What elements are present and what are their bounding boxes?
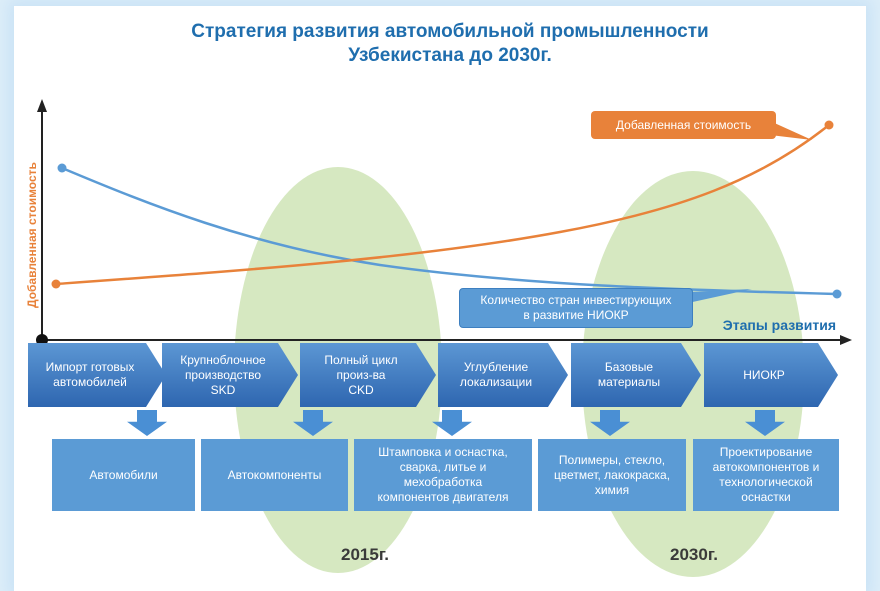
stage-materials: Базовые материалы	[571, 343, 701, 407]
stage-import: Импорт готовых автомобилей	[28, 343, 166, 407]
investors-callout: Количество стран инвестирующих в развити…	[459, 288, 693, 328]
stage-skd-line-2: производство	[184, 367, 262, 382]
x-axis-label: Этапы развития	[723, 317, 836, 333]
product-design-line-3: технологической	[719, 475, 813, 489]
stage-localization-line-1: Углубление	[463, 360, 529, 374]
value-added-callout-pointer	[770, 121, 812, 140]
stage-ckd-line-3: CKD	[348, 382, 374, 397]
value-added-callout-text: Добавленная стоимость	[615, 117, 752, 132]
stage-rnd-line-1: НИОКР	[743, 367, 785, 382]
product-components: Автокомпоненты	[201, 439, 348, 511]
year-label-2030: 2030г.	[670, 545, 718, 564]
stage-skd-line-1: Крупноблочное	[180, 352, 266, 367]
product-design-line-4: оснастки	[741, 490, 791, 504]
value-added-end-point	[824, 120, 834, 130]
y-axis-label: Добавленная стоимость	[25, 162, 39, 308]
stage-skd-line-3: SKD	[210, 382, 236, 397]
investors-callout-pointer	[688, 289, 752, 303]
product-stamping-line-4: компонентов двигателя	[377, 490, 509, 504]
investors-start-point	[57, 163, 67, 173]
product-design-line-1: Проектирование	[719, 445, 813, 459]
product-materials-line-1: Полимеры, стекло,	[558, 452, 666, 467]
product-design: Проектирование автокомпонентов и техноло…	[693, 439, 839, 511]
stage-ckd-line-1: Полный цикл	[324, 352, 398, 367]
product-design-line-2: автокомпонентов и	[712, 460, 820, 474]
product-stamping-line-3: мехобработка	[403, 475, 483, 489]
investors-callout-line-2: в развитие НИОКР	[523, 308, 629, 322]
investors-line	[61, 166, 837, 296]
stage-ckd: Полный цикл произ-ва CKD	[300, 343, 436, 407]
y-axis-arrowhead	[37, 99, 47, 112]
product-components-line-1: Автокомпоненты	[227, 467, 322, 482]
investors-callout-line-1: Количество стран инвестирующих	[480, 293, 672, 307]
year-label-2015: 2015г.	[341, 545, 389, 564]
product-stamping: Штамповка и оснастка, сварка, литье и ме…	[354, 439, 532, 511]
product-materials-line-3: химия	[594, 482, 630, 497]
investors-end-point	[832, 289, 842, 299]
value-added-start-point	[51, 279, 61, 289]
product-automobiles: Автомобили	[52, 439, 195, 511]
value-added-line	[55, 124, 830, 286]
stage-localization-line-2: локализации	[459, 375, 533, 389]
stage-localization: Углубление локализации	[438, 343, 568, 407]
product-materials-line-2: цветмет, лакокраска,	[553, 467, 671, 482]
product-materials: Полимеры, стекло, цветмет, лакокраска, х…	[538, 439, 686, 511]
product-automobiles-line-1: Автомобили	[89, 467, 158, 482]
stage-ckd-line-2: произ-ва	[336, 367, 386, 382]
stage-skd: Крупноблочное производство SKD	[162, 343, 298, 407]
product-stamping-line-1: Штамповка и оснастка,	[378, 445, 508, 459]
stage-import-line-1: Импорт готовых	[45, 360, 135, 374]
stage-import-line-2: автомобилей	[53, 375, 127, 389]
product-stamping-line-2: сварка, литье и	[399, 460, 487, 474]
page-title: Стратегия развития автомобильной промышл…	[120, 20, 780, 68]
title-line-2: Узбекистана до 2030г.	[348, 45, 552, 66]
title-line-1: Стратегия развития автомобильной промышл…	[191, 21, 709, 42]
stage-materials-line-1: Базовые	[604, 360, 654, 374]
stage-rnd: НИОКР	[704, 343, 838, 407]
value-added-callout: Добавленная стоимость	[591, 111, 776, 139]
x-axis-arrowhead	[840, 335, 852, 345]
stage-materials-line-2: материалы	[597, 375, 661, 389]
